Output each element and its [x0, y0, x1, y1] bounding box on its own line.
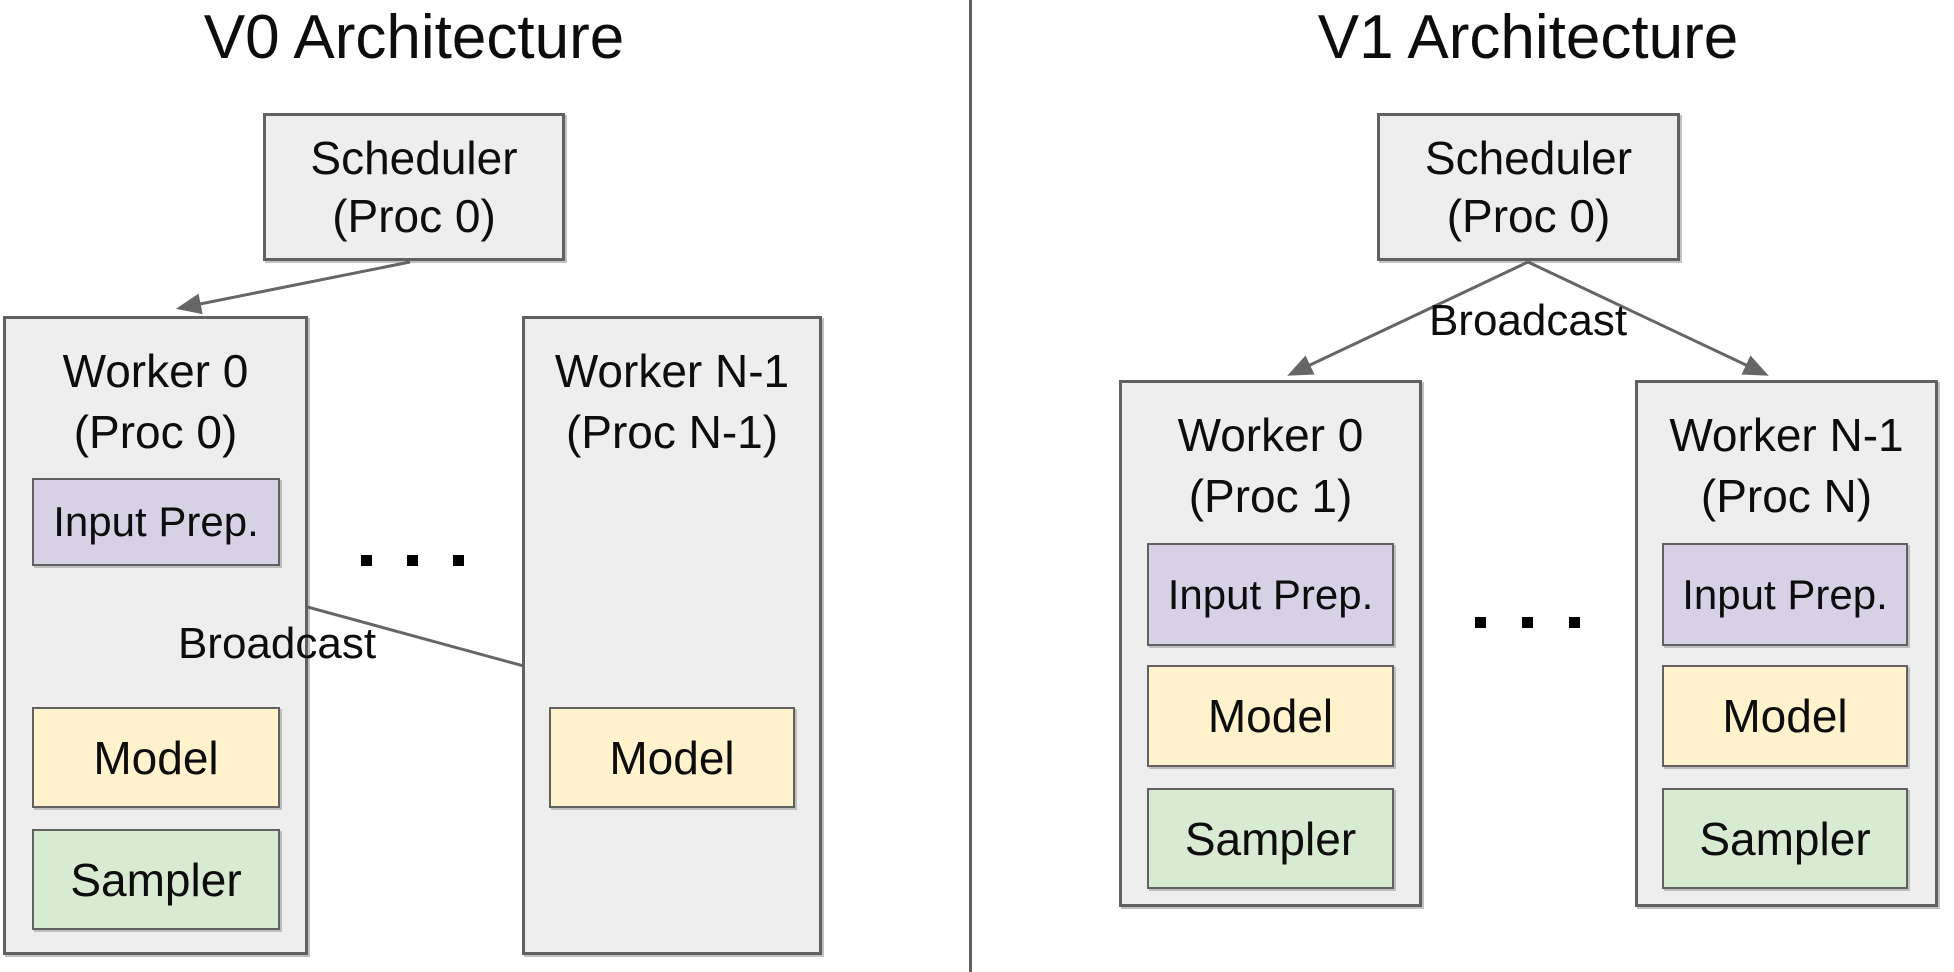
arrow-v0-scheduler-to-worker0 [175, 260, 411, 315]
v1-ellipsis-dots [1475, 617, 1580, 628]
v0-scheduler-proc: (Proc 0) [332, 190, 496, 242]
v0-worker-0-sampler-label: Sampler [70, 853, 242, 906]
v1-worker-0-sampler-label: Sampler [1184, 812, 1357, 865]
v0-scheduler-name: Scheduler [310, 132, 518, 184]
v1-worker-n1-header: Worker N-1 (Proc N) [1638, 405, 1935, 527]
v1-worker-n1-model-label: Model [1722, 690, 1848, 742]
v0-worker-0-name: Worker 0 [62, 345, 249, 397]
v0-worker-0-proc: (Proc 0) [73, 406, 238, 458]
v1-worker-0-box: Worker 0 (Proc 1) Input Prep. Model Samp… [1119, 380, 1422, 907]
v1-scheduler-proc: (Proc 0) [1446, 190, 1611, 242]
v1-title: V1 Architecture [1317, 3, 1739, 72]
v0-broadcast-label: Broadcast [177, 619, 377, 668]
v0-title: V0 Architecture [203, 3, 625, 72]
v1-worker-n1-box: Worker N-1 (Proc N) Input Prep. Model Sa… [1635, 380, 1938, 907]
v1-scheduler-box: Scheduler (Proc 0) [1377, 113, 1680, 261]
v1-broadcast-label: Broadcast [1428, 296, 1628, 345]
v1-worker-0-model-label: Model [1207, 690, 1334, 742]
v1-worker-n1-sampler-label: Sampler [1699, 812, 1871, 865]
v0-input-prep-label: Input Prep. [53, 498, 259, 545]
dot [1522, 617, 1533, 628]
v0-worker-0-model-label: Model [93, 731, 219, 784]
v0-worker-n1-model-box: Model [549, 707, 795, 808]
v0-worker-n1-header: Worker N-1 (Proc N-1) [525, 341, 819, 463]
v1-worker-n1-input-prep-label: Input Prep. [1682, 570, 1888, 618]
v0-worker-0-box: Worker 0 (Proc 0) Input Prep. Model Samp… [3, 316, 308, 955]
v1-worker-0-model-box: Model [1147, 665, 1394, 767]
v0-input-prep-box: Input Prep. [32, 478, 280, 566]
dot [1569, 617, 1580, 628]
v1-worker-n1-name: Worker N-1 [1669, 409, 1904, 461]
v0-scheduler-box: Scheduler (Proc 0) [263, 113, 565, 261]
v0-worker-n1-proc: (Proc N-1) [565, 406, 779, 458]
v1-worker-0-proc: (Proc 1) [1188, 470, 1353, 522]
v0-worker-n1-box: Worker N-1 (Proc N-1) Model [522, 316, 822, 955]
v1-worker-0-name: Worker 0 [1177, 409, 1364, 461]
v1-worker-n1-model-box: Model [1662, 665, 1908, 767]
v1-worker-0-input-prep-box: Input Prep. [1147, 543, 1394, 646]
v0-worker-n1-model-label: Model [609, 731, 735, 784]
v1-worker-0-input-prep-label: Input Prep. [1167, 570, 1374, 618]
dot [361, 555, 372, 566]
v1-worker-0-sampler-box: Sampler [1147, 788, 1394, 889]
v1-worker-n1-input-prep-box: Input Prep. [1662, 543, 1908, 646]
dot [453, 555, 464, 566]
dot [407, 555, 418, 566]
v0-worker-0-sampler-box: Sampler [32, 829, 280, 930]
dot [1475, 617, 1486, 628]
v1-worker-0-header: Worker 0 (Proc 1) [1122, 405, 1419, 527]
v1-worker-n1-sampler-box: Sampler [1662, 788, 1908, 889]
v0-worker-n1-name: Worker N-1 [554, 345, 790, 397]
v0-worker-0-header: Worker 0 (Proc 0) [6, 341, 305, 463]
v0-ellipsis-dots [361, 555, 464, 566]
v0-worker-0-model-box: Model [32, 707, 280, 808]
v1-scheduler-name: Scheduler [1424, 132, 1633, 184]
panel-divider [969, 0, 972, 972]
v1-worker-n1-proc: (Proc N) [1700, 470, 1873, 522]
